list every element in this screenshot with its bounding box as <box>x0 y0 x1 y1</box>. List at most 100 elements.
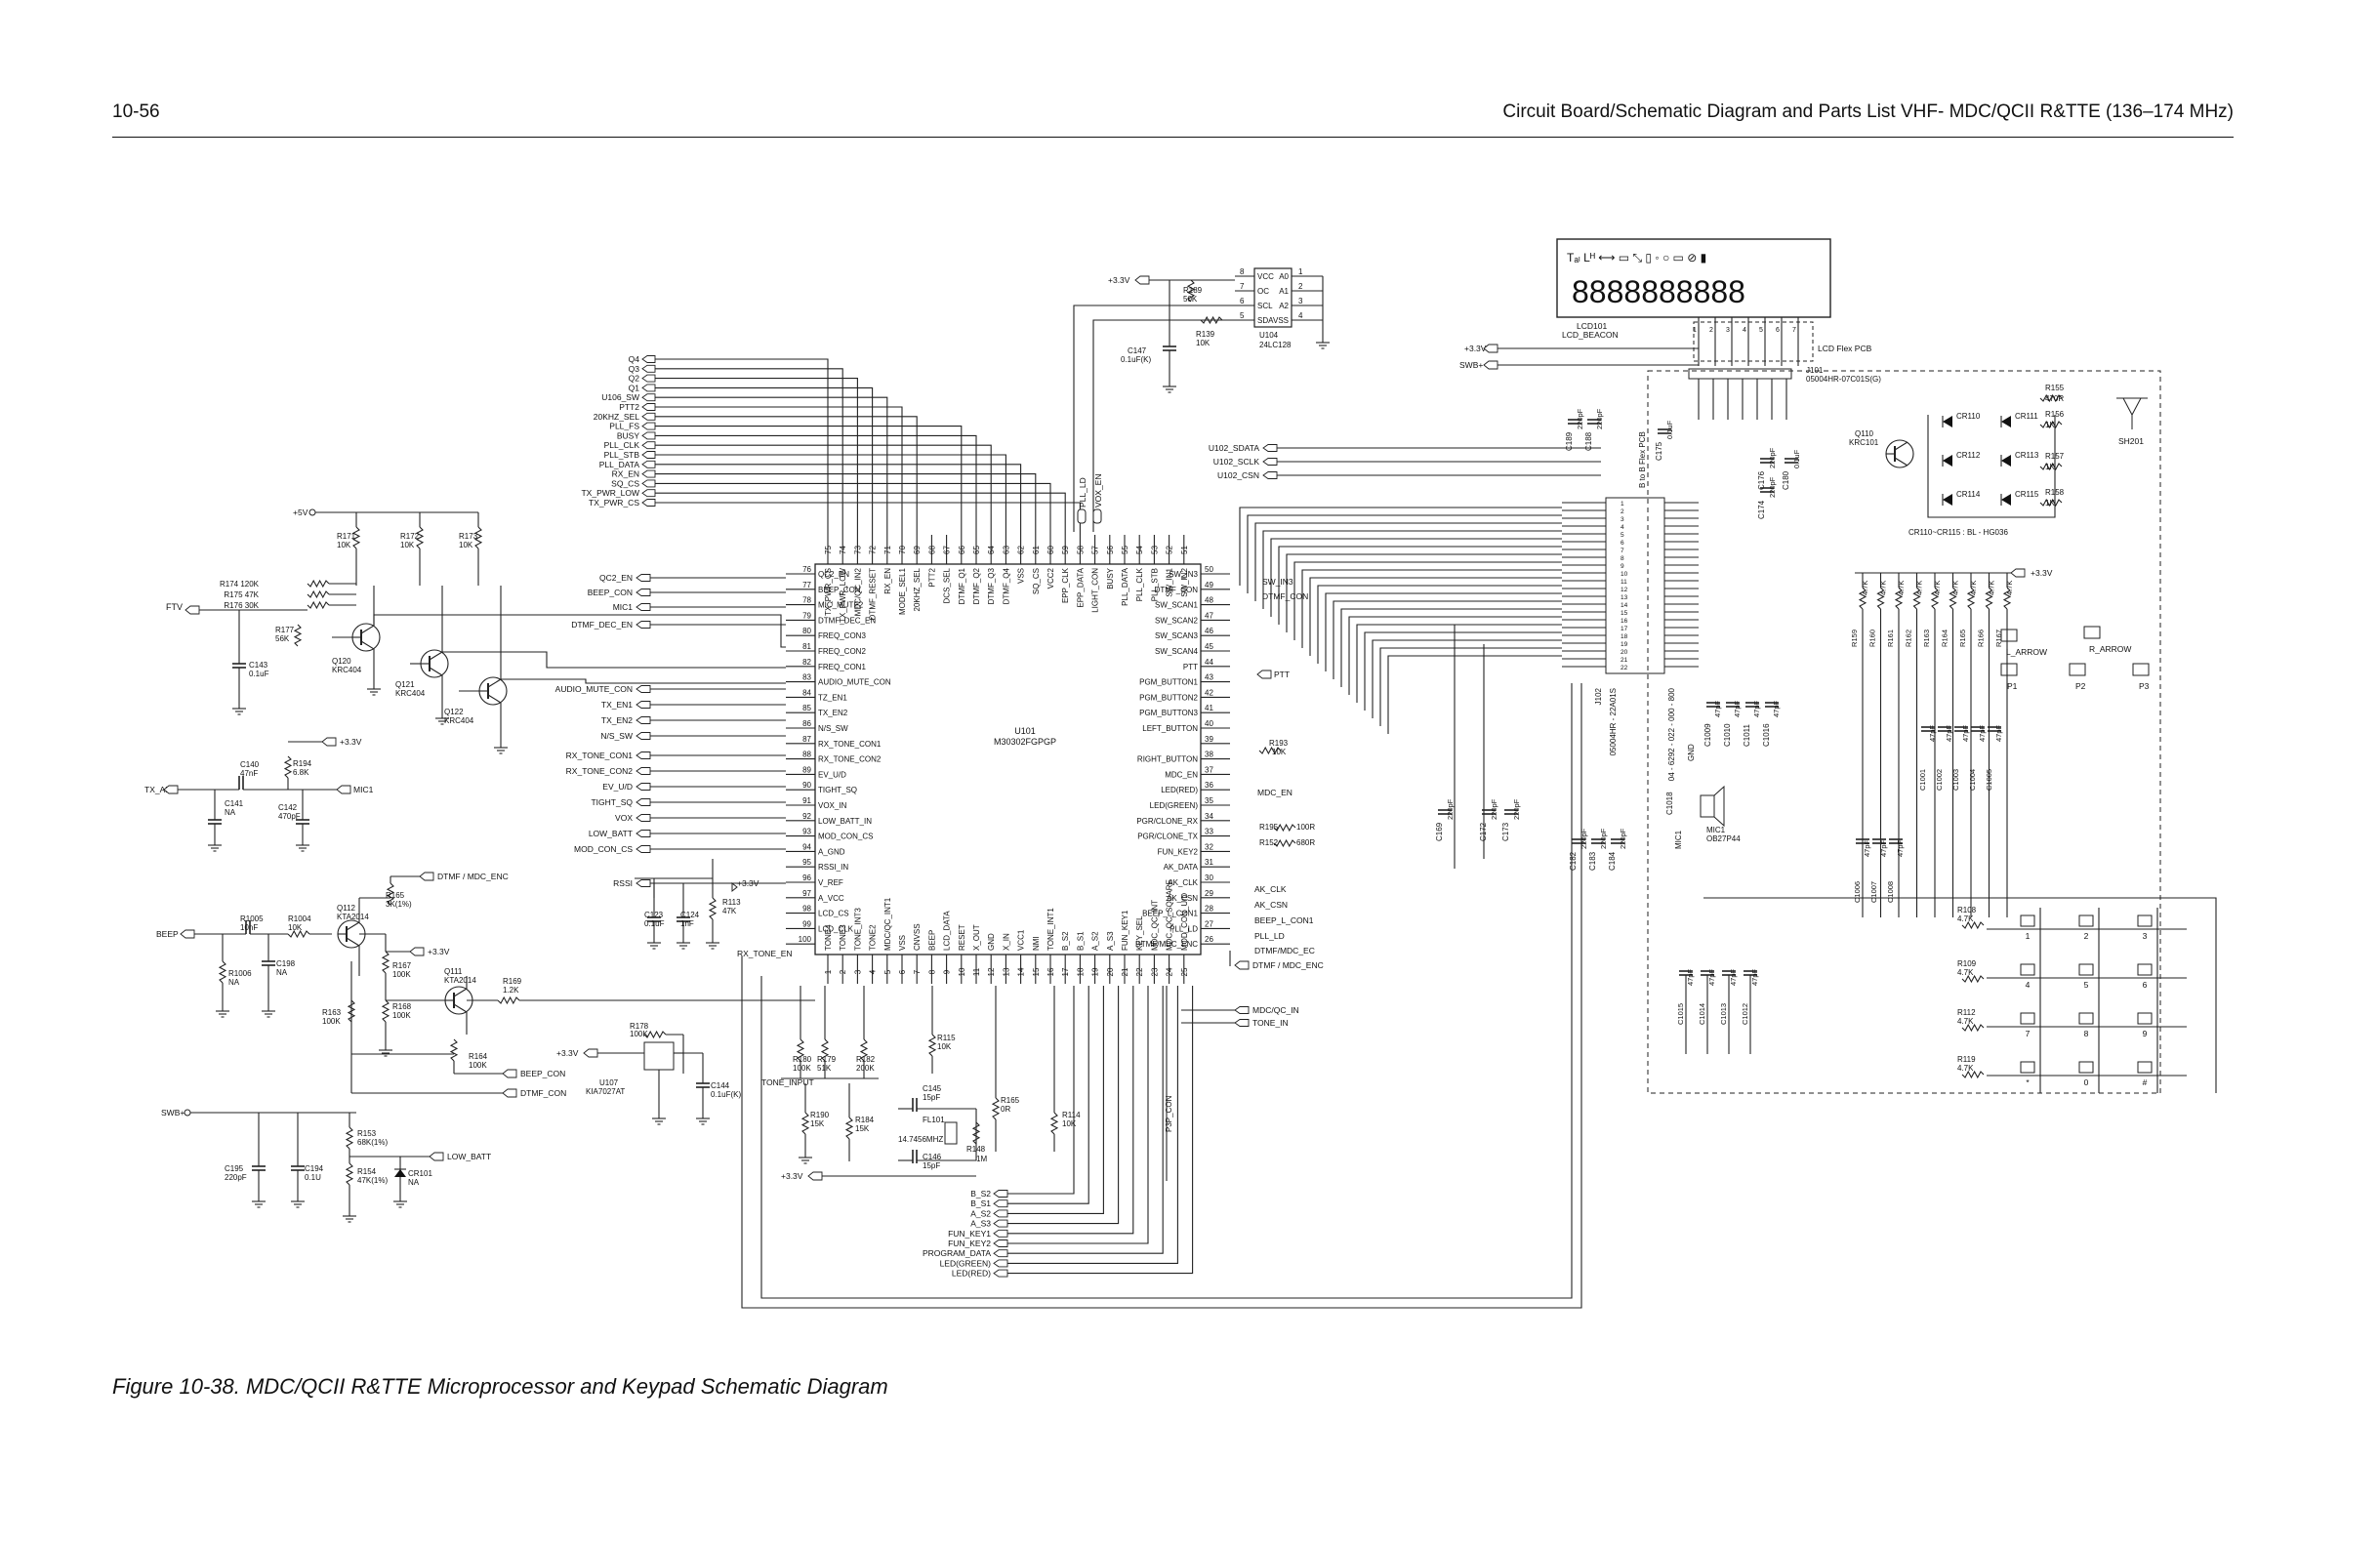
part-value: 220pF <box>1490 798 1498 820</box>
part-value: NA <box>276 968 288 977</box>
part-ref: C144 <box>711 1081 730 1090</box>
pin-number: 4 <box>1743 327 1746 334</box>
part-value: 4.7K <box>1915 581 1924 595</box>
pin-number: 16 <box>1046 967 1055 976</box>
part-value: NA <box>228 978 240 987</box>
side-key-label: R_ARROW <box>2089 644 2131 654</box>
part-value: 4.7K <box>1897 581 1906 595</box>
pin-name: TIGHT_SQ <box>818 786 857 794</box>
resistor <box>381 999 390 1023</box>
part-ref: R157 <box>2045 452 2065 461</box>
resistor <box>283 755 293 779</box>
wire <box>741 683 1582 1309</box>
pin-name: AK_CLK <box>1168 878 1198 887</box>
pin-number: 91 <box>802 796 811 805</box>
part-value: 3K(1%) <box>386 900 412 909</box>
net-label: PROGRAM_DATA <box>923 1248 991 1258</box>
ground-symbol <box>343 1210 356 1223</box>
resistor <box>1966 587 1976 610</box>
part-ref: C1011 <box>1743 723 1751 747</box>
net-tag-outline <box>1483 344 1498 353</box>
part-value: 47pF <box>1896 839 1905 857</box>
net-tag-outline <box>641 489 656 498</box>
part-ref: R178 <box>630 1022 649 1031</box>
part-value: 220pF <box>1580 828 1588 849</box>
net-label: Q3 <box>629 364 640 374</box>
part-ref: R184 <box>855 1116 875 1124</box>
led-label: CR112 <box>1956 451 1981 460</box>
part-ref: C1004 <box>1968 769 1977 791</box>
key-symbol <box>2078 914 2094 927</box>
pin-name: VOX_IN <box>818 801 847 810</box>
part-ref: R158 <box>2045 488 2065 497</box>
wire <box>1270 538 1562 617</box>
key-label: * <box>2026 1077 2030 1087</box>
resistor <box>307 600 330 610</box>
wire <box>1333 600 1562 679</box>
net-tag-outline <box>641 384 656 392</box>
part-ref: LCD101 <box>1577 321 1607 331</box>
pin-name: LOW_BATT_IN <box>818 817 872 826</box>
pin-name: LED(RED) <box>1161 786 1198 794</box>
supply-label: SWB+ <box>161 1108 185 1117</box>
part-ref: C142 <box>278 803 298 812</box>
part-ref: C198 <box>276 959 296 968</box>
net-label: EV_U/D <box>602 782 633 792</box>
side-key-symbol <box>2132 663 2150 676</box>
net-tag-outline <box>636 798 651 806</box>
part-ref: J102 <box>1594 687 1603 705</box>
left-circuitry: QC2_ENBEEP_CONMIC1DTMF_DEC_ENAUDIO_MUTE_… <box>144 508 1173 1223</box>
part-ref: C140 <box>240 760 260 769</box>
net-tag-outline <box>993 1199 1008 1208</box>
net-label: TONE_INPUT <box>761 1077 814 1087</box>
pin-number: 71 <box>883 546 892 554</box>
capacitor <box>296 819 309 825</box>
net-tag-outline <box>1077 508 1087 524</box>
part-ref: R163 <box>322 1008 342 1017</box>
pin-number: 51 <box>1180 546 1189 554</box>
net-label: FUN_KEY1 <box>948 1229 991 1239</box>
pin-number: 77 <box>802 581 811 589</box>
part-value: 24LC128 <box>1259 341 1292 349</box>
resistor <box>708 897 718 920</box>
part-ref: R108 <box>1957 906 1977 914</box>
pin-number: 40 <box>1205 719 1213 728</box>
pin-number: 11 <box>1621 579 1627 586</box>
flex-label: B to B Flex PCB <box>1638 431 1647 488</box>
wire <box>1007 986 1149 1244</box>
pin-name: PLL_STB <box>1150 568 1159 601</box>
pin-name: VCC2 <box>1046 567 1055 589</box>
part-ref: U107 <box>599 1078 619 1087</box>
net-tag-outline <box>429 1152 444 1161</box>
pin-name: A_VCC <box>818 894 844 903</box>
pin-name: TX_EN2 <box>818 709 848 717</box>
part-ref: C1006 <box>1853 881 1862 903</box>
net-label: DTMF_DEC_EN <box>571 620 633 630</box>
part-value: 100K <box>630 1030 648 1038</box>
part-value: 47pF <box>1928 724 1937 742</box>
pin-name: SW_IN2 <box>1180 567 1189 596</box>
net-label: LOW_BATT <box>589 829 633 838</box>
transistor <box>420 649 449 678</box>
resistor <box>293 624 303 647</box>
pin-name: FREQ_CON2 <box>818 647 866 656</box>
j101-body <box>1688 368 1792 380</box>
pin-name: MOD_CON_U/D <box>1180 893 1189 951</box>
net-tag-outline <box>636 752 651 759</box>
key-symbol <box>2078 1012 2094 1025</box>
part-ref: C172 <box>1479 822 1488 841</box>
part-value: 47pF <box>1733 700 1742 717</box>
resistor <box>2039 420 2063 429</box>
capacitor <box>1872 838 1886 844</box>
net-label: RX_TONE_CON1 <box>566 751 634 760</box>
part-value: 47K <box>722 907 737 915</box>
net-label: TX_PWR_CS <box>589 498 639 508</box>
net-label: BEEP <box>156 929 179 939</box>
key-symbol <box>2020 963 2035 976</box>
net-tag-outline <box>636 830 651 837</box>
part-value: 100K <box>392 1011 411 1020</box>
pin-number: 33 <box>1205 828 1213 836</box>
pin-name: N/S_SW <box>818 724 848 733</box>
capacitor <box>1611 838 1624 844</box>
pin-number: 31 <box>1205 858 1213 867</box>
